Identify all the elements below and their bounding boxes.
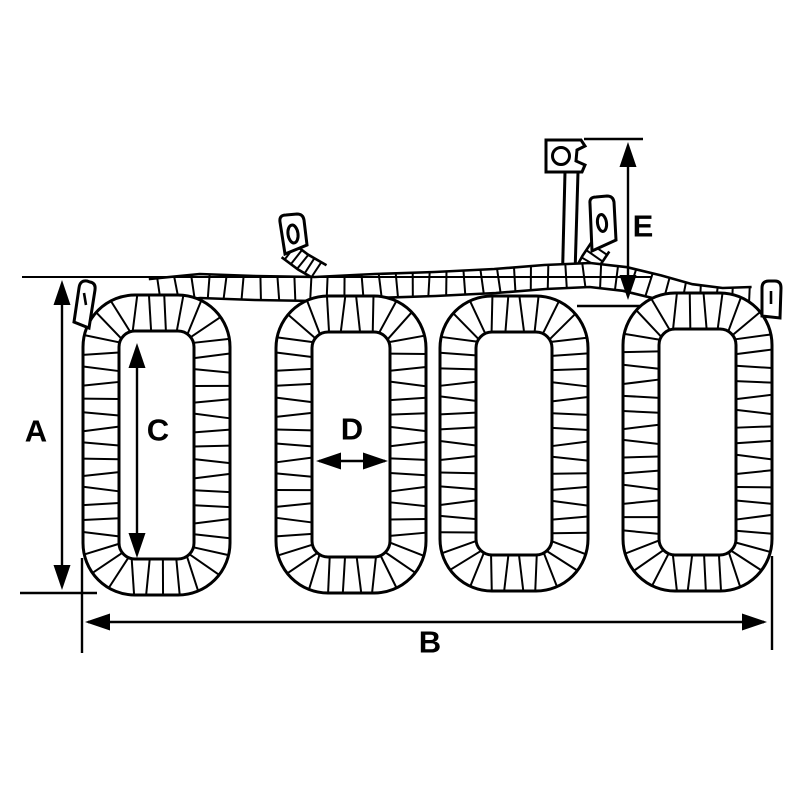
dimension-c-label: C (147, 413, 169, 448)
mounting-tab-right (760, 279, 783, 320)
dimension-e: E (577, 137, 654, 308)
field-coil-3 (438, 294, 590, 593)
dimension-b-label: B (419, 625, 441, 660)
terminal-lug (544, 138, 588, 174)
mounting-tab-left (72, 279, 97, 331)
lead-tab-1 (278, 212, 309, 257)
dimension-d-label: D (341, 412, 363, 447)
dimension-d: D (316, 412, 388, 470)
dimension-c: C (128, 343, 169, 558)
dimension-b: B (80, 556, 774, 660)
lead-tab-2 (588, 194, 618, 254)
dimension-e-label: E (633, 209, 654, 244)
terminal-stem (561, 171, 580, 275)
field-coil-2 (274, 294, 428, 595)
dimension-a: A (20, 280, 97, 595)
dimension-a-label: A (25, 414, 47, 449)
field-coil-4 (621, 291, 774, 593)
